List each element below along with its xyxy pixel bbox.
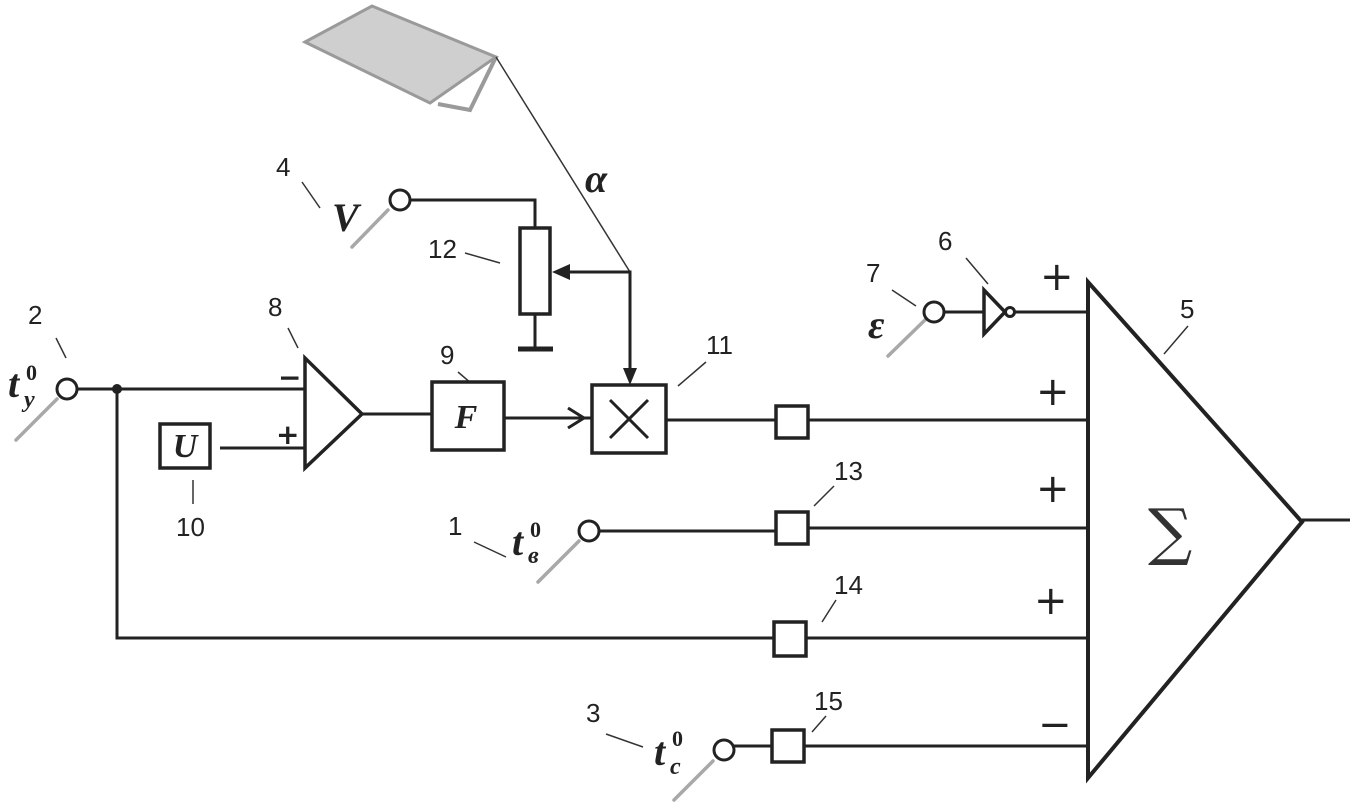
input-eps-probe: [888, 320, 925, 356]
label-6: 6: [938, 226, 952, 256]
leader-7: [892, 290, 916, 306]
input-tc-sub: c: [670, 754, 681, 780]
leader-1: [474, 542, 506, 557]
leader-2: [56, 338, 66, 358]
input-eps-label: ε: [868, 302, 885, 347]
summator-sign-5: −: [1038, 702, 1072, 748]
label-5: 5: [1180, 294, 1194, 324]
label-7: 7: [866, 258, 880, 288]
input-tc-sup: 0: [672, 726, 683, 751]
leader-6: [966, 258, 988, 284]
leader-5: [1164, 326, 1188, 354]
label-1: 1: [448, 511, 462, 541]
input-tv-base: t: [512, 519, 525, 564]
block-15: [772, 730, 804, 762]
label-9: 9: [440, 340, 454, 370]
summator-sign-4: +: [1034, 578, 1068, 624]
input-eps-terminal: [924, 302, 944, 322]
inverter-6: [984, 290, 1005, 334]
label-12: 12: [428, 234, 457, 264]
label-14: 14: [834, 570, 863, 600]
label-13: 13: [834, 456, 863, 486]
leader-8: [288, 328, 298, 348]
label-10: 10: [176, 512, 205, 542]
input-tc-terminal: [714, 740, 734, 760]
label-3: 3: [586, 698, 600, 728]
leader-13: [814, 486, 834, 506]
multiplier-input-arrow-icon: [623, 368, 637, 385]
summator-sign-1: +: [1040, 254, 1074, 300]
label-2: 2: [28, 300, 42, 330]
label-4: 4: [276, 152, 290, 182]
wiper-arrow-icon: [552, 264, 570, 280]
summator-5: [1088, 282, 1302, 778]
label-11: 11: [706, 330, 733, 360]
input-ty-probe: [16, 399, 57, 440]
comparator-minus-sign: −: [278, 361, 301, 394]
summator-sign-3: +: [1036, 466, 1070, 512]
input-v-terminal: [390, 190, 410, 210]
solar-panel-icon: [305, 6, 496, 110]
input-tv-terminal: [579, 521, 599, 541]
alpha-lead-line: [496, 57, 630, 272]
summator-sigma: ∑: [1148, 495, 1192, 568]
wire-v-to-potentiometer: [410, 200, 535, 228]
leader-14: [822, 600, 836, 622]
input-ty-terminal: [57, 379, 77, 399]
label-15: 15: [814, 686, 843, 716]
leader-3: [606, 734, 643, 747]
potentiometer-12: [520, 228, 550, 314]
comparator-plus-sign: +: [276, 418, 299, 451]
input-ty-sup: 0: [26, 360, 37, 385]
input-tv-sup: 0: [530, 517, 541, 542]
block-13: [776, 512, 808, 544]
leader-11: [678, 362, 706, 386]
leader-15: [812, 716, 826, 732]
input-tv-probe: [538, 541, 579, 582]
leader-12: [465, 253, 500, 263]
setpoint-label: U: [173, 428, 200, 465]
function-label: F: [454, 399, 478, 436]
input-ty-sub: y: [21, 387, 35, 413]
label-8: 8: [268, 292, 282, 322]
input-v-label: V: [332, 195, 362, 240]
input-tc-base: t: [654, 729, 667, 774]
input-tv-sub: в: [528, 543, 539, 569]
delay-block-multiplier: [776, 406, 808, 438]
input-ty-base: t: [8, 361, 21, 406]
wire-wiper-to-multiplier: [566, 272, 630, 372]
summator-sign-2: +: [1036, 369, 1070, 415]
comparator-8: [305, 358, 362, 468]
block-14: [774, 622, 806, 656]
alpha-label: α: [585, 156, 608, 201]
inverter-bubble-icon: [1006, 308, 1015, 317]
leader-4: [302, 182, 320, 208]
